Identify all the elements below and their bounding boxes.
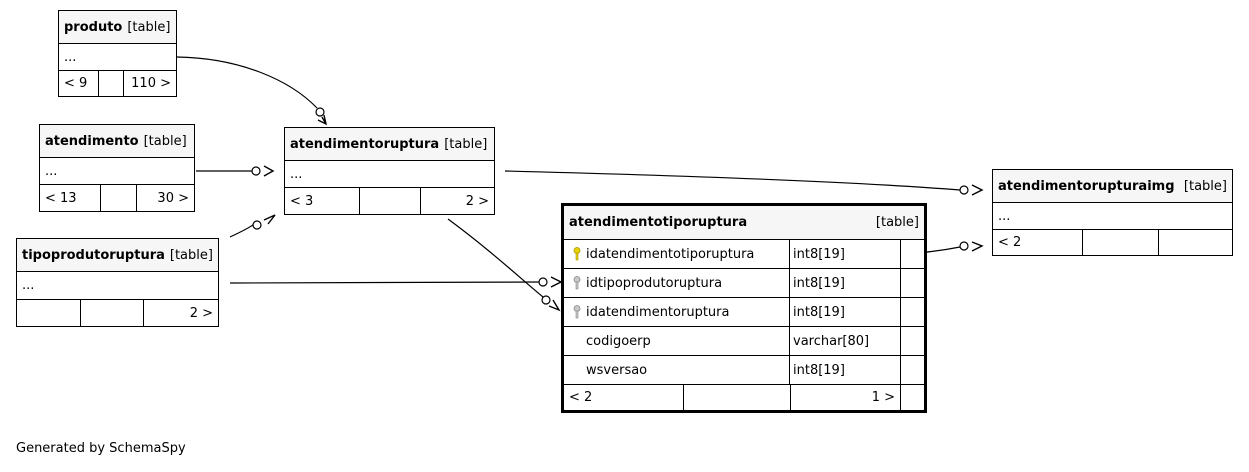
edge-atendimentoruptura-atendimentotiporuptura <box>447 218 544 298</box>
crowfoot-arrow <box>971 241 984 252</box>
table-atendimentoruptura[interactable]: atendimentoruptura [table] ... < 3 2 > <box>284 127 495 215</box>
column-name: idtipoprodutoruptura <box>586 275 723 291</box>
parents-count[interactable]: < 9 <box>64 76 88 91</box>
table-header: atendimentoruptura [table] <box>285 128 494 161</box>
table-row-placeholder: ... <box>993 203 1232 230</box>
children-count[interactable]: 2 > <box>420 188 494 214</box>
crowfoot-arrow <box>263 214 276 225</box>
table-name: tipoprodutoruptura <box>22 247 165 263</box>
parents-count[interactable] <box>17 300 80 326</box>
table-tag: [table] <box>1183 178 1227 194</box>
footer-middle <box>683 385 790 410</box>
table-row-placeholder: ... <box>59 44 176 71</box>
table-atendimentorupturaimg[interactable]: atendimentorupturaimg [table] ... < 2 <box>992 169 1233 256</box>
edge-end-circle <box>959 185 969 195</box>
footer-middle <box>359 188 420 214</box>
column-name: idatendimentotiporuptura <box>586 246 755 262</box>
edge-end-circle <box>538 277 548 287</box>
edge-end-circle <box>315 107 325 117</box>
parents-count[interactable]: < 13 <box>45 190 77 206</box>
table-atendimento[interactable]: atendimento [table] ... < 13 30 > <box>39 124 195 212</box>
parents-count[interactable]: < 2 <box>569 390 593 405</box>
children-count[interactable]: 2 > <box>143 300 218 326</box>
crowfoot-arrow <box>971 184 984 196</box>
column-row[interactable]: idatendimentotiporuptura int8[19] <box>564 240 924 269</box>
edge-end-circle <box>959 241 969 251</box>
table-footer: < 3 2 > <box>285 188 494 214</box>
footer-middle <box>100 185 136 211</box>
crowfoot-arrow <box>263 165 275 177</box>
column-row[interactable]: idatendimentoruptura int8[19] <box>564 298 924 327</box>
children-count[interactable]: 30 > <box>136 185 194 211</box>
column-row[interactable]: codigoerp varchar[80] <box>564 327 924 356</box>
primary-key-icon <box>568 247 586 261</box>
table-name: atendimento <box>45 133 139 149</box>
table-row-placeholder: ... <box>40 158 194 185</box>
generated-by-label: Generated by SchemaSpy <box>16 441 186 456</box>
table-tag: [table] <box>143 133 187 149</box>
table-produto[interactable]: produto [table] ... < 9 110 > <box>58 10 177 97</box>
table-tag: [table] <box>169 247 213 263</box>
table-header: produto [table] <box>59 11 176 44</box>
children-count[interactable] <box>1158 230 1232 255</box>
table-header: tipoprodutoruptura [table] <box>17 239 218 272</box>
column-type: int8[19] <box>790 356 901 384</box>
edge-produto-atendimentoruptura <box>176 56 318 109</box>
table-footer: 2 > <box>17 300 218 326</box>
edge-atendimentoruptura-atendimentorupturaimg <box>504 170 961 191</box>
column-type: int8[19] <box>790 269 901 297</box>
table-footer: < 2 1 > <box>564 385 924 410</box>
table-atendimentotiporuptura[interactable]: atendimentotiporuptura [table] idatendim… <box>561 203 927 413</box>
table-footer: < 9 110 > <box>59 71 176 96</box>
edge-end-circle <box>252 220 262 230</box>
table-footer: < 13 30 > <box>40 185 194 211</box>
table-tag: [table] <box>875 215 919 230</box>
table-name: atendimentotiporuptura <box>569 215 748 230</box>
table-header: atendimento [table] <box>40 125 194 158</box>
table-name: produto <box>64 19 123 35</box>
edge-end-circle <box>541 295 551 305</box>
crowfoot-arrow <box>317 114 328 126</box>
children-count[interactable]: 110 > <box>123 71 176 96</box>
table-name: atendimentoruptura <box>290 136 440 152</box>
table-tipoprodutoruptura[interactable]: tipoprodutoruptura [table] ... 2 > <box>16 238 219 327</box>
table-tag: [table] <box>444 136 488 152</box>
column-row[interactable]: idtipoprodutoruptura int8[19] <box>564 269 924 298</box>
table-row-placeholder: ... <box>285 161 494 188</box>
column-name: idatendimentoruptura <box>586 304 730 320</box>
column-name: wsversao <box>586 362 648 378</box>
crowfoot-arrow <box>548 299 561 312</box>
column-type: int8[19] <box>790 298 901 326</box>
edge-tipoprodutoruptura-atendimentoruptura <box>229 223 255 238</box>
table-tag: [table] <box>127 19 171 35</box>
edge-end-circle <box>251 166 261 176</box>
table-footer: < 2 <box>993 230 1232 255</box>
parents-count[interactable]: < 3 <box>290 193 314 209</box>
crowfoot-arrow <box>550 276 563 288</box>
edge-tipoprodutoruptura-atendimentotiporuptura <box>229 281 541 284</box>
foreign-key-icon <box>568 276 586 290</box>
column-name: codigoerp <box>586 333 651 349</box>
table-header: atendimentorupturaimg [table] <box>993 170 1232 203</box>
footer-middle <box>80 300 143 326</box>
column-row[interactable]: wsversao int8[19] <box>564 356 924 385</box>
table-name: atendimentorupturaimg <box>998 178 1175 194</box>
table-row-placeholder: ... <box>17 272 218 300</box>
footer-middle <box>98 71 123 96</box>
children-count[interactable]: 1 > <box>790 385 901 410</box>
table-header: atendimentotiporuptura [table] <box>564 206 924 240</box>
parents-count[interactable]: < 2 <box>998 235 1022 250</box>
foreign-key-icon <box>568 305 586 319</box>
footer-middle <box>1082 230 1158 255</box>
column-type: int8[19] <box>790 240 901 268</box>
column-type: varchar[80] <box>790 327 901 355</box>
